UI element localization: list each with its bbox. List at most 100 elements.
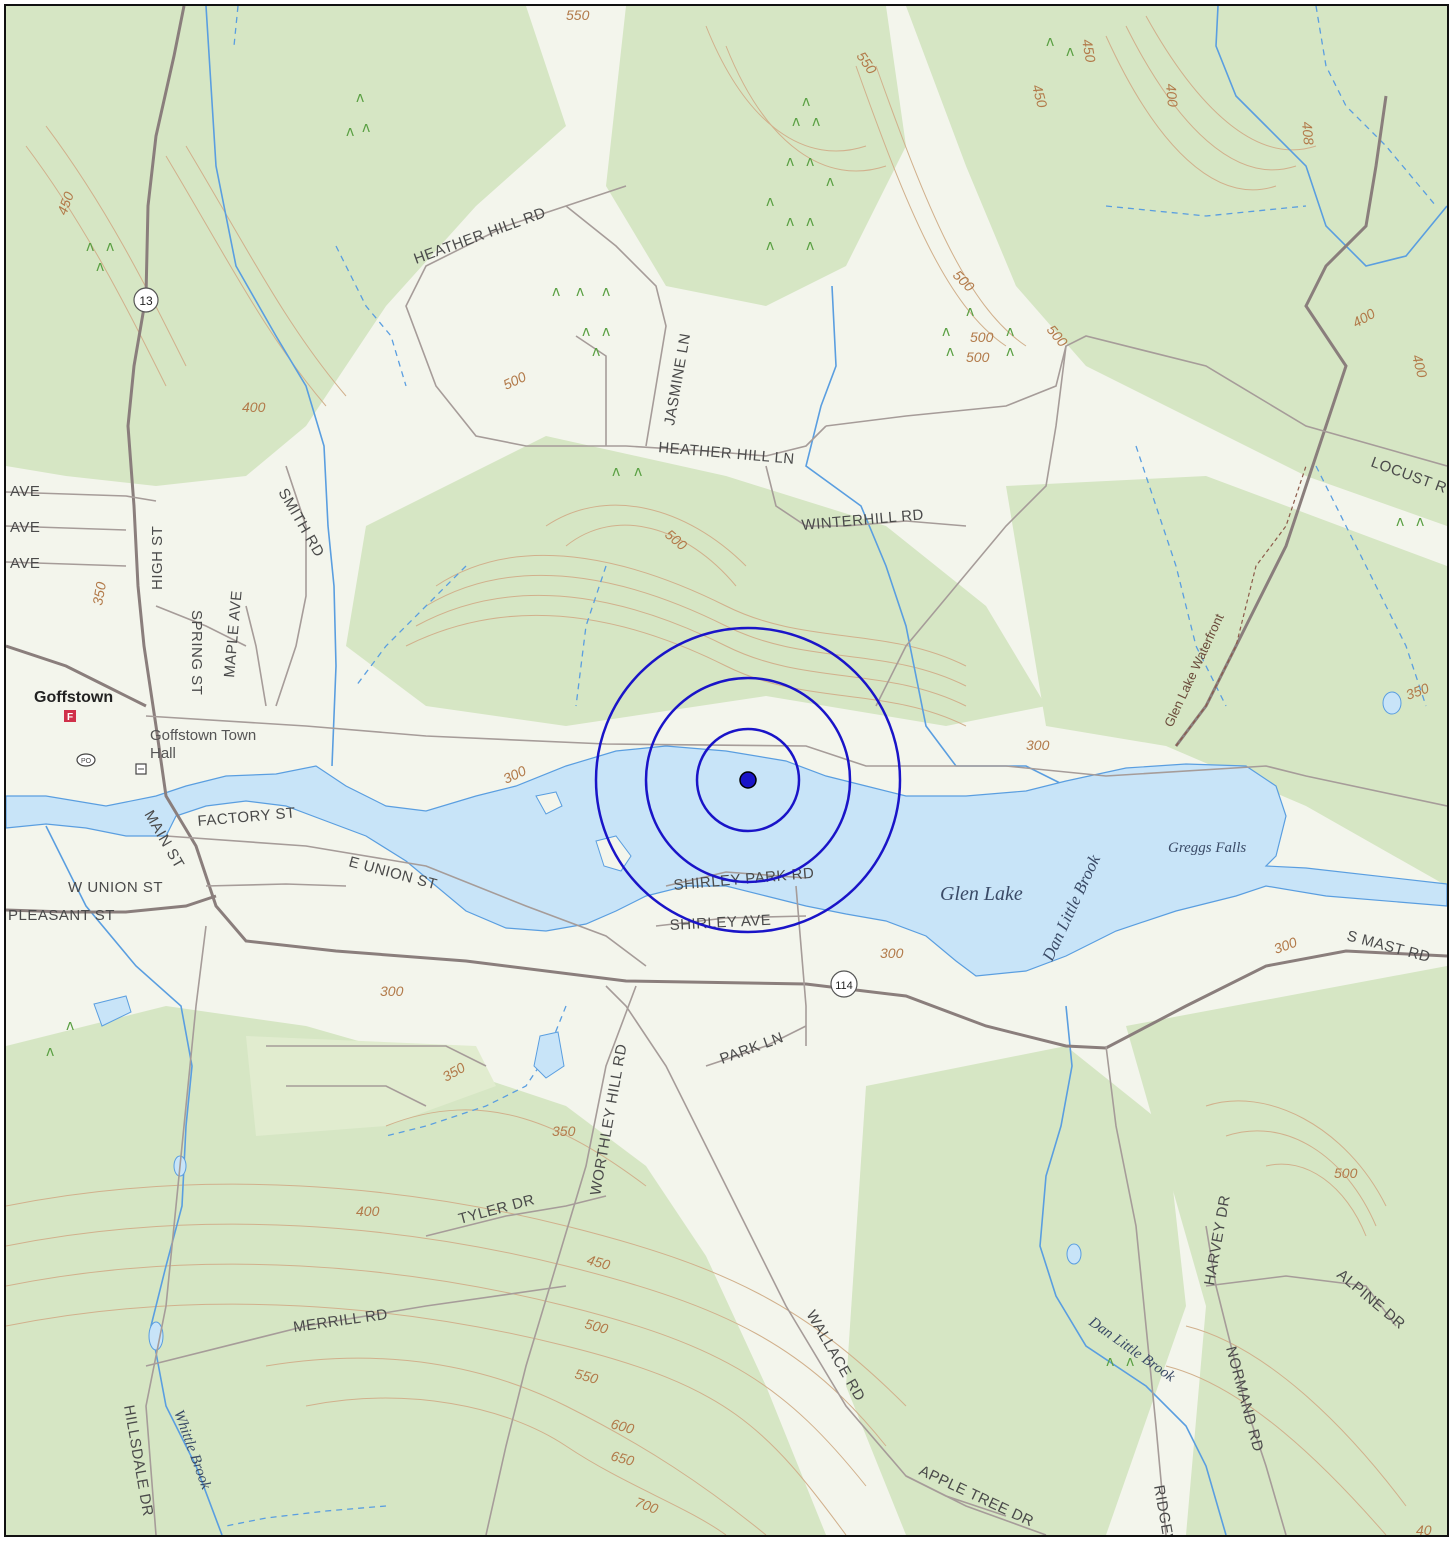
contour-label: 350: [89, 581, 109, 607]
svg-text:ʌ: ʌ: [946, 344, 954, 360]
post-office-icon: PO: [76, 753, 96, 767]
town-hall-icon: [135, 763, 147, 775]
svg-text:ʌ: ʌ: [792, 114, 800, 130]
svg-text:ʌ: ʌ: [1066, 44, 1074, 60]
svg-text:ʌ: ʌ: [602, 284, 610, 300]
svg-text:ʌ: ʌ: [602, 324, 610, 340]
contour-label: 550: [566, 7, 590, 23]
contour-label: 400: [1163, 83, 1181, 108]
svg-text:ʌ: ʌ: [802, 94, 810, 110]
glen-lake: [6, 745, 1447, 977]
svg-text:ʌ: ʌ: [106, 239, 114, 255]
location-marker[interactable]: [594, 626, 902, 934]
svg-text:ʌ: ʌ: [1396, 514, 1404, 530]
ponds: [93, 691, 1402, 1351]
road-label-shirley-ave: SHIRLEY AVE: [669, 912, 771, 934]
contour-label: 600: [609, 1415, 636, 1437]
contour-label: 300: [1026, 737, 1050, 753]
road-label-ave: AVE: [10, 519, 40, 536]
svg-text:PO: PO: [81, 758, 92, 765]
poi-label-town-hall: Goffstown Town: [150, 727, 256, 744]
major-roads: [6, 6, 1447, 1050]
contour-label: 550: [573, 1365, 600, 1387]
road-label-high-st: HIGH ST: [149, 526, 166, 590]
contour-label: 500: [583, 1315, 610, 1337]
trail-glen-lake-waterfront: [1175, 465, 1307, 747]
contour-label: 350: [552, 1123, 576, 1139]
svg-text:ʌ: ʌ: [1006, 324, 1014, 340]
svg-text:114: 114: [835, 980, 853, 992]
water-label-glen-lake: Glen Lake: [940, 883, 1023, 905]
contour-label: 500: [970, 329, 994, 345]
svg-text:ʌ: ʌ: [1006, 344, 1014, 360]
contour-label: 300: [380, 983, 404, 999]
marker-center-dot[interactable]: [739, 771, 757, 789]
road-label-w-union-st: W UNION ST: [68, 879, 163, 896]
contour-label: 300: [1272, 934, 1300, 957]
svg-text:ʌ: ʌ: [362, 120, 370, 136]
svg-text:13: 13: [139, 294, 153, 308]
contour-label: 350: [1404, 680, 1432, 703]
contour-label: 450: [1029, 83, 1051, 110]
contour-label: 408: [1299, 121, 1317, 146]
svg-text:ʌ: ʌ: [592, 344, 600, 360]
contour-label: 400: [356, 1203, 380, 1219]
road-label-spring-st: SPRING ST: [188, 610, 205, 695]
svg-text:ʌ: ʌ: [1416, 514, 1424, 530]
svg-text:ʌ: ʌ: [576, 284, 584, 300]
svg-text:ʌ: ʌ: [634, 464, 642, 480]
road-label-ave: AVE: [10, 555, 40, 572]
svg-text:ʌ: ʌ: [552, 284, 560, 300]
route-shield-114: 114: [830, 970, 858, 998]
contour-label: 450: [54, 189, 77, 217]
svg-text:ʌ: ʌ: [786, 214, 794, 230]
svg-text:ʌ: ʌ: [66, 1018, 74, 1034]
svg-text:ʌ: ʌ: [806, 238, 814, 254]
svg-text:ʌ: ʌ: [812, 114, 820, 130]
contour-label: 400: [242, 399, 266, 415]
forest-areas: [6, 6, 1447, 1535]
contour-label: 500: [1334, 1165, 1358, 1181]
svg-text:ʌ: ʌ: [356, 90, 364, 106]
marker-ring-inner: [695, 727, 801, 833]
svg-text:ʌ: ʌ: [346, 124, 354, 140]
svg-text:ʌ: ʌ: [826, 174, 834, 190]
topographic-map[interactable]: ʌʌʌ ʌʌʌ ʌʌʌ ʌʌʌ ʌʌ ʌʌʌ ʌʌʌ ʌʌʌ ʌʌ ʌʌʌ ʌʌ…: [6, 6, 1447, 1535]
place-label-goffstown: Goffstown: [34, 689, 113, 706]
road-label-ave: AVE: [10, 483, 40, 500]
contour-label: 400: [1409, 353, 1431, 380]
svg-text:ʌ: ʌ: [1106, 1354, 1114, 1370]
route-shield-13: 13: [133, 287, 159, 313]
svg-text:ʌ: ʌ: [766, 194, 774, 210]
svg-text:ʌ: ʌ: [46, 1044, 54, 1060]
contour-label: 300: [880, 945, 904, 961]
svg-text:ʌ: ʌ: [612, 464, 620, 480]
marker-ring-outer: [594, 626, 902, 934]
marker-ring-middle: [644, 676, 852, 884]
road-label-pleasant-st: PLEASANT ST: [8, 907, 115, 924]
svg-text:ʌ: ʌ: [582, 324, 590, 340]
svg-text:ʌ: ʌ: [806, 154, 814, 170]
svg-text:ʌ: ʌ: [806, 214, 814, 230]
local-roads: [6, 185, 1447, 1535]
water-label-greggs-falls: Greggs Falls: [1168, 840, 1246, 856]
contour-label: 650: [609, 1447, 636, 1469]
contour-lines: [6, 15, 1407, 1535]
svg-text:ʌ: ʌ: [86, 239, 94, 255]
contour-label: 500: [966, 349, 990, 365]
poi-label-town-hall: Hall: [150, 745, 176, 762]
fire-station-icon: F: [64, 710, 76, 723]
contour-label: 700: [633, 1494, 661, 1517]
svg-text:ʌ: ʌ: [96, 259, 104, 275]
svg-text:F: F: [67, 712, 73, 723]
svg-text:ʌ: ʌ: [786, 154, 794, 170]
svg-text:ʌ: ʌ: [1046, 34, 1054, 50]
contour-label: 450: [1079, 38, 1099, 64]
svg-text:ʌ: ʌ: [1126, 1354, 1134, 1370]
svg-text:ʌ: ʌ: [942, 324, 950, 340]
svg-text:ʌ: ʌ: [966, 304, 974, 320]
contour-label: 40: [1416, 1522, 1432, 1535]
svg-text:ʌ: ʌ: [766, 238, 774, 254]
